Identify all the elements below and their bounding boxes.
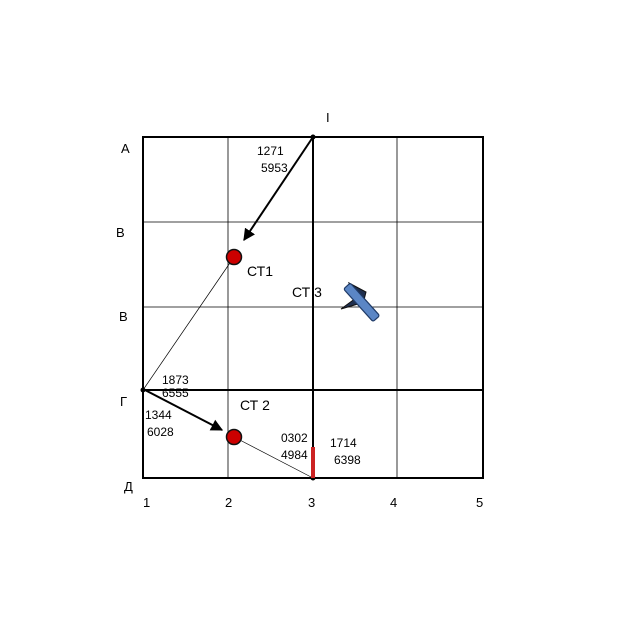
station-label-st3: СТ 3 xyxy=(292,284,322,300)
diagonal-line-lower xyxy=(233,436,314,479)
row-label-b2: В xyxy=(119,309,128,324)
coord-left-lower-a: 1344 xyxy=(145,408,172,422)
col-label-5: 5 xyxy=(476,495,483,510)
station-label-st1: СТ1 xyxy=(247,263,273,279)
row-label-b1: В xyxy=(116,225,125,240)
point-left xyxy=(140,387,146,393)
col-label-4: 4 xyxy=(390,495,397,510)
aircraft-icon xyxy=(340,281,380,322)
red-mark xyxy=(311,447,315,478)
coord-bottom-left-a: 0302 xyxy=(281,431,308,445)
row-label-g: Г xyxy=(120,394,127,409)
col-label-1: 1 xyxy=(143,495,150,510)
station-st2-marker-icon xyxy=(225,428,243,446)
arrow-left-to-st2 xyxy=(144,389,224,431)
coord-left-lower-b: 6028 xyxy=(147,425,174,439)
point-top xyxy=(310,134,316,140)
coord-left-upper-a: 1873 xyxy=(162,373,189,387)
coord-top-b: 5953 xyxy=(261,161,288,175)
station-label-st2: СТ 2 xyxy=(240,397,270,413)
coord-left-upper-b: 6555 xyxy=(162,386,189,400)
diagonal-line-upper xyxy=(142,256,235,391)
station-st1-marker-icon xyxy=(225,248,243,266)
row-label-a: А xyxy=(121,141,130,156)
arrow-top-to-st1 xyxy=(243,136,314,241)
coord-top-a: 1271 xyxy=(257,144,284,158)
row-label-d: Д xyxy=(124,479,133,494)
coord-bottom-right-b: 6398 xyxy=(334,453,361,467)
col-label-3: 3 xyxy=(308,495,315,510)
top-marker: I xyxy=(326,110,330,125)
coord-bottom-right-a: 1714 xyxy=(330,436,357,450)
col-label-2: 2 xyxy=(225,495,232,510)
coord-bottom-left-b: 4984 xyxy=(281,448,308,462)
